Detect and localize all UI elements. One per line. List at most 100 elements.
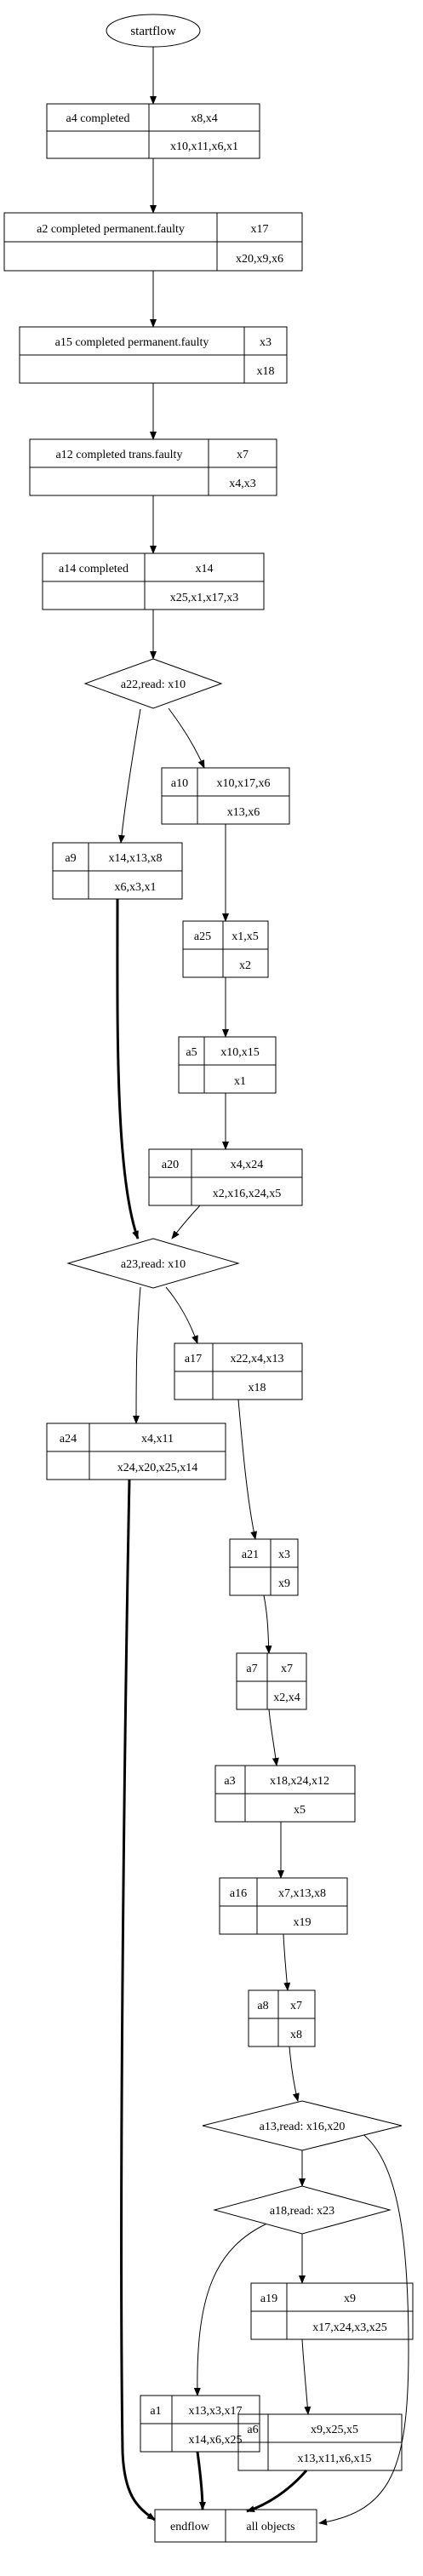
edge-a20-a23 — [171, 1205, 201, 1239]
a20-bottom: x2,x16,x24,x5 — [213, 1188, 282, 1200]
a16-bottom: x19 — [294, 1916, 312, 1929]
edge-a6-endflow — [246, 2470, 308, 2513]
a21-name: a21 — [242, 1548, 259, 1561]
startflow-label: startflow — [130, 25, 175, 38]
a19-name: a19 — [260, 2293, 277, 2305]
a6-top: x9,x25,x5 — [311, 2424, 358, 2436]
a10-bottom: x13,x6 — [227, 806, 260, 819]
a6-name: a6 — [247, 2424, 258, 2436]
a17-top: x22,x4,x13 — [231, 1353, 284, 1365]
node-a19: a19 x9 x17,x24,x3,x25 — [250, 2282, 414, 2340]
node-a3: a3 x18,x24,x12 x5 — [214, 1765, 356, 1823]
node-a17: a17 x22,x4,x13 x18 — [174, 1342, 303, 1400]
a2-name: a2 completed permanent.faulty — [37, 223, 185, 236]
a3-name: a3 — [224, 1775, 235, 1788]
node-a24: a24 x4,x11 x24,x20,x25,x14 — [46, 1423, 226, 1480]
edge-a23-a17 — [165, 1286, 198, 1344]
a3-top: x18,x24,x12 — [270, 1775, 329, 1788]
node-a16: a16 x7,x13,x8 x19 — [219, 1877, 348, 1935]
a17-bottom: x18 — [249, 1382, 266, 1394]
a1-name: a1 — [150, 2405, 161, 2418]
node-a2: a2 completed permanent.faulty x17 x20,x9… — [3, 212, 303, 272]
node-a14: a14 completed x14 x25,x1,x17,x3 — [42, 552, 265, 610]
node-a1: a1 x13,x3,x17 x14,x6,x25 — [140, 2395, 260, 2453]
edge-a22-a10 — [168, 707, 205, 769]
node-a10: a10 x10,x17,x6 x13,x6 — [161, 767, 290, 825]
a2-top: x17 — [251, 223, 269, 236]
edge-a18-a1 — [193, 2221, 272, 2396]
node-a12: a12 completed trans.faulty x7 x4,x3 — [29, 438, 277, 496]
a23-label: a23,read: x10 — [121, 1258, 186, 1271]
node-startflow: startflow — [106, 14, 201, 48]
node-a21: a21 x3 x9 — [229, 1538, 299, 1596]
edge-a8-a13 — [289, 2046, 300, 2102]
a10-name: a10 — [171, 777, 188, 790]
a15-top: x3 — [260, 336, 272, 349]
a18-label: a18,read: x23 — [270, 2205, 334, 2218]
edge-a24-endflow — [120, 1479, 156, 2522]
a3-bottom: x5 — [294, 1804, 306, 1817]
node-a5: a5 x10,x15 x1 — [178, 1036, 277, 1094]
a12-bottom: x4,x3 — [229, 478, 256, 490]
a12-top: x7 — [237, 449, 249, 461]
edge-a9-a23 — [116, 898, 140, 1239]
node-a23: a23,read: x10 — [66, 1238, 240, 1289]
edge-a13-endflow — [318, 2132, 409, 2526]
a22-label: a22,read: x10 — [121, 678, 186, 691]
node-a7: a7 x7 x2,x4 — [236, 1652, 307, 1710]
endflow-label: endflow — [170, 2521, 210, 2533]
edge-a16-a8 — [283, 1933, 291, 1991]
a21-top: x3 — [278, 1548, 290, 1561]
a1-top: x13,x3,x17 — [189, 2405, 243, 2418]
edge-a21-a7 — [263, 1594, 272, 1654]
a20-top: x4,x24 — [231, 1159, 264, 1171]
edge-a19-a6 — [301, 2338, 312, 2415]
node-a22: a22,read: x10 — [83, 658, 223, 709]
node-a25: a25 x1,x5 x2 — [182, 920, 269, 978]
a4-name: a4 completed — [66, 112, 129, 125]
a25-top: x1,x5 — [232, 930, 259, 943]
a5-bottom: x1 — [234, 1075, 246, 1088]
a16-name: a16 — [230, 1887, 247, 1900]
a7-top: x7 — [281, 1663, 293, 1675]
a25-name: a25 — [194, 930, 211, 943]
node-a4: a4 completed x8,x4 x10,x11,x6,x1 — [46, 103, 260, 159]
a24-name: a24 — [60, 1433, 77, 1445]
node-endflow: endflow all objects — [154, 2509, 317, 2543]
a19-top: x9 — [344, 2293, 356, 2305]
a4-bottom: x10,x11,x6,x1 — [170, 140, 238, 153]
a8-name: a8 — [257, 2000, 268, 2012]
edge-a1-endflow — [196, 2451, 206, 2510]
a15-name: a15 completed permanent.faulty — [55, 336, 209, 349]
edge-a17-a21 — [237, 1399, 258, 1540]
a8-top: x7 — [290, 2000, 302, 2012]
a6-bottom: x13,x11,x6,x15 — [298, 2453, 372, 2465]
a13-label: a13,read: x16,x20 — [260, 2121, 346, 2133]
a4-top: x8,x4 — [191, 112, 218, 125]
a24-top: x4,x11 — [141, 1433, 174, 1445]
a25-bottom: x2 — [239, 959, 251, 972]
a8-bottom: x8 — [290, 2029, 302, 2041]
edge-a22-a9 — [118, 708, 141, 844]
a1-bottom: x14,x6,x25 — [189, 2434, 243, 2447]
edge-a7-a3 — [268, 1709, 279, 1766]
a7-bottom: x2,x4 — [273, 1692, 300, 1704]
a9-top: x14,x13,x8 — [109, 852, 163, 865]
edges — [116, 47, 409, 2526]
a24-bottom: x24,x20,x25,x14 — [117, 1462, 198, 1474]
node-a15: a15 completed permanent.faulty x3 x18 — [19, 326, 288, 384]
a14-top: x14 — [196, 563, 214, 575]
a2-bottom: x20,x9,x6 — [236, 253, 283, 266]
all-objects-label: all objects — [246, 2521, 294, 2533]
a9-bottom: x6,x3,x1 — [115, 881, 157, 894]
a5-top: x10,x15 — [220, 1046, 260, 1059]
node-a8: a8 x7 x8 — [248, 1989, 316, 2047]
node-a6: a6 x9,x25,x5 x13,x11,x6,x15 — [237, 2413, 403, 2471]
a19-bottom: x17,x24,x3,x25 — [312, 2321, 387, 2334]
a7-name: a7 — [246, 1663, 257, 1675]
a12-name: a12 completed trans.faulty — [56, 449, 183, 461]
node-a20: a20 x4,x24 x2,x16,x24,x5 — [148, 1148, 303, 1206]
node-a18: a18,read: x23 — [213, 2185, 392, 2235]
a16-top: x7,x13,x8 — [278, 1887, 326, 1900]
